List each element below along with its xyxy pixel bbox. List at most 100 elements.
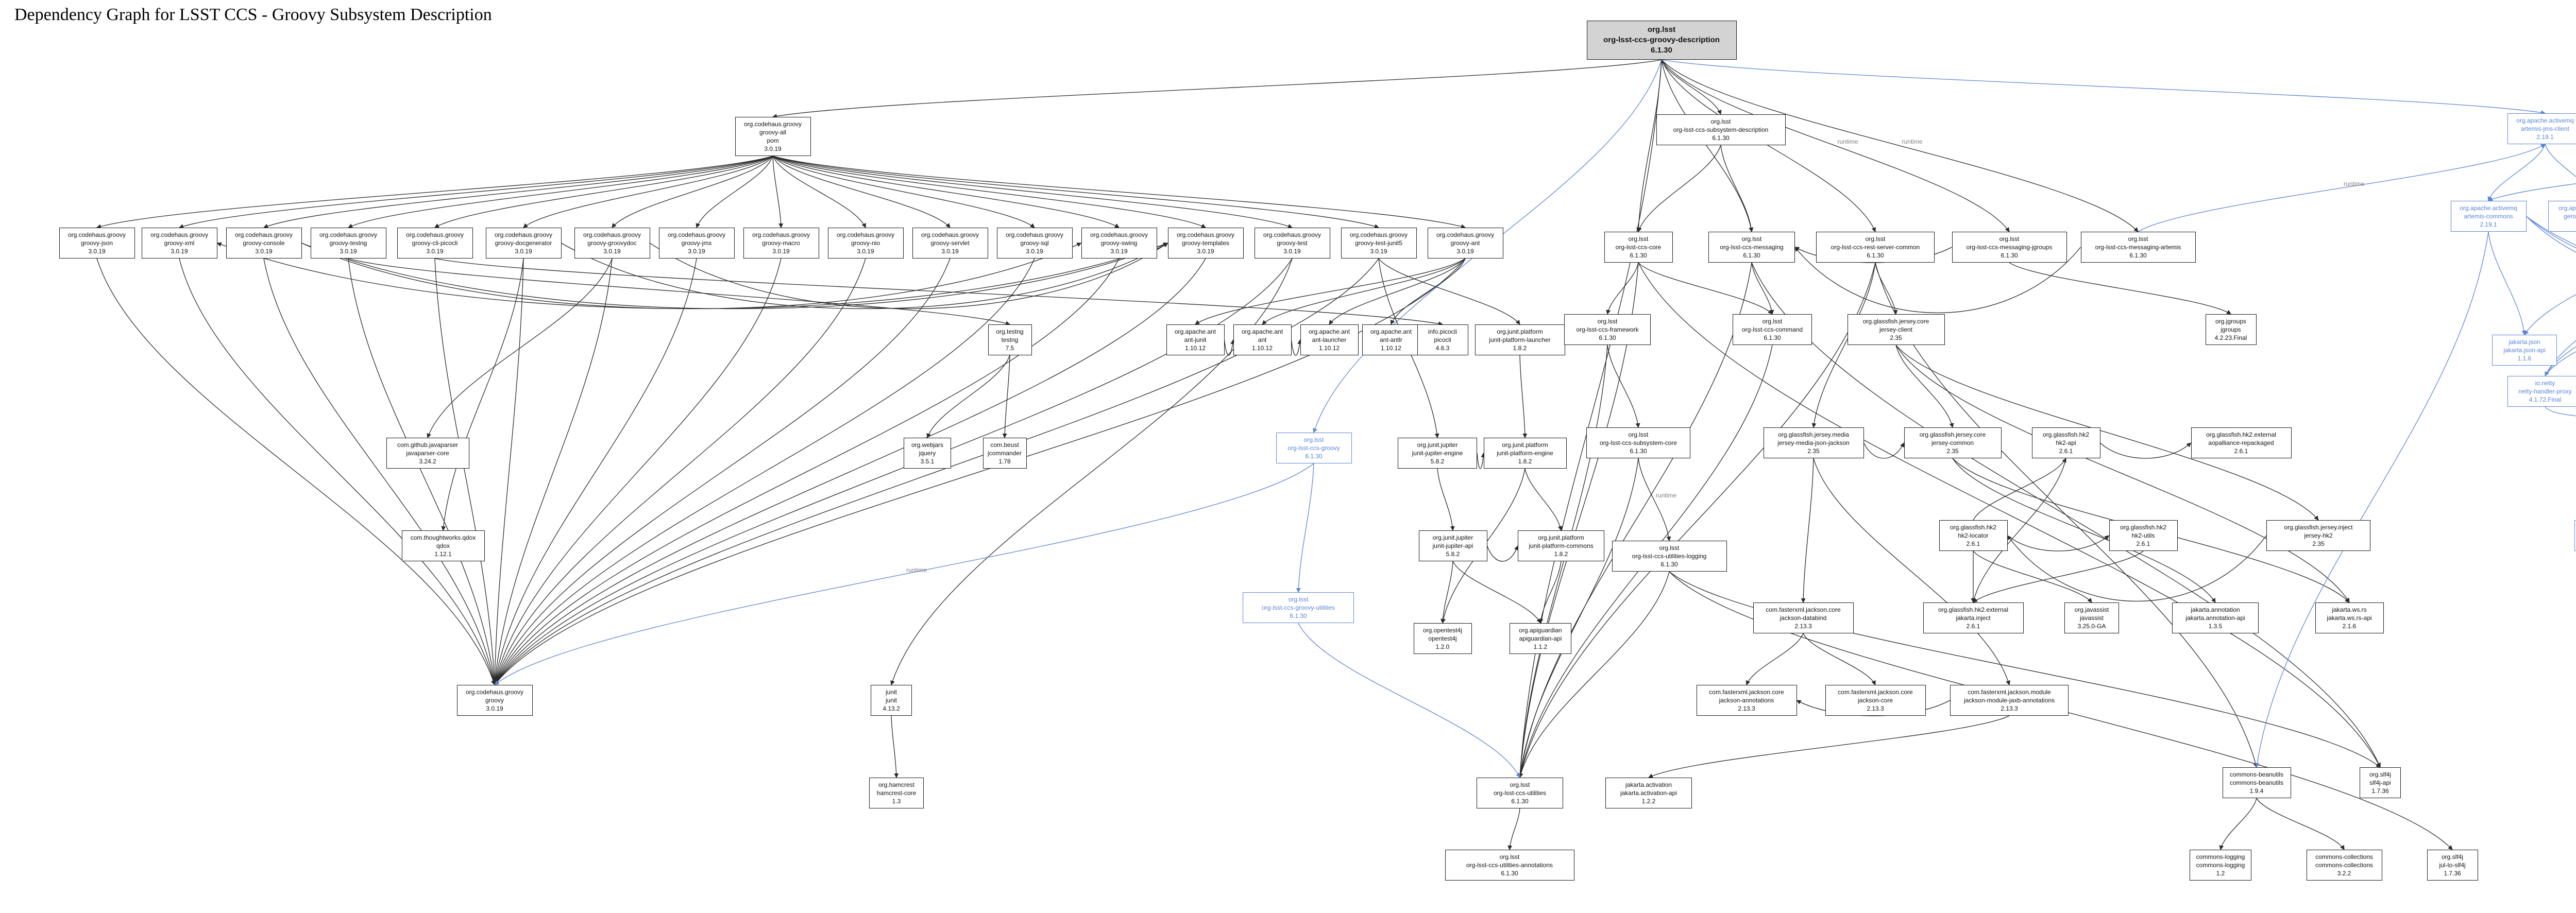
node-label-line: 4.1.72.Final (2529, 396, 2562, 403)
edge-m_msg-to-m_cmd (1751, 262, 1774, 315)
node-label-line: 1.8.2 (1518, 458, 1532, 465)
node-label-line: org.glassfish.hk2.external (2206, 431, 2277, 438)
node-label-line: 4.6.3 (1435, 344, 1450, 352)
node-label-line: groovy (485, 697, 504, 704)
node-label-line: commons-beanutils (2229, 771, 2284, 778)
node-label-line: com.thoughtworks.qdox (410, 534, 476, 541)
edge-l_antjunit-to-l_antcore (1224, 339, 1235, 356)
edge-l_groovydoc-to-l_groovy (493, 258, 613, 685)
node-label-line: io.netty (2535, 380, 2555, 387)
node-label-line: org.lsst (1762, 318, 1783, 325)
edge-l_docgen-to-l_groovy (492, 258, 524, 685)
edge-r_commons-to-r_json (2488, 231, 2527, 335)
node-label-line: 3.2.2 (2337, 870, 2351, 877)
node-label-line: org.codehaus.groovy (465, 688, 524, 696)
edge-r_proxy-to-r_handler (2545, 351, 2576, 376)
node-label-line: 2.1.6 (2342, 623, 2357, 630)
node-label-line: qdox (436, 542, 450, 549)
edge-b_groovy-to-b_gutil (1296, 463, 1314, 593)
edge-r_proxy-to-r_socks (2545, 406, 2576, 417)
node-label-line: 2.6.1 (2136, 540, 2150, 547)
node-label-line: org.lsst (1628, 235, 1649, 243)
node-label-line: 2.35 (1946, 447, 1959, 455)
edge-l_cli-to-l_groovy (434, 258, 497, 685)
node-label-line: 2.35 (1807, 447, 1820, 455)
edge-l_all-to-l_templates (772, 156, 1206, 228)
node-label-line: org.codehaus.groovy (1263, 231, 1321, 238)
node-label-line: 3.0.19 (603, 248, 621, 255)
node-label-line: 4.13.2 (883, 705, 900, 712)
edge-l_all-to-l_jmx (696, 156, 773, 228)
edge-m_mjg-to-m_jgroups (2009, 262, 2231, 315)
edge-l_servlet-to-l_groovy (494, 258, 951, 685)
node-label-line: org.glassfish.hk2 (1950, 524, 1997, 531)
edge-l_all-to-l_tj5 (772, 156, 1379, 229)
edge-m_desc-to-m_core (1637, 145, 1721, 232)
node-label-line: org.glassfish.hk2 (2120, 524, 2167, 531)
edge-m_jhk2-to-m_locator (2007, 535, 2267, 602)
node-label-line: hk2-api (2056, 439, 2076, 446)
node-label-line: org.lsst (2128, 235, 2148, 243)
edge-l_ant-to-l_antcore (1262, 258, 1466, 325)
node-label-line: 6.1.30 (1305, 453, 1323, 460)
edge-m_jmedia-to-m_jcommon (1863, 442, 1905, 459)
edge-l_test-to-l_junit (890, 258, 1293, 685)
node-label-line: 1.78 (998, 458, 1011, 465)
node-label-line: org.codehaus.groovy (150, 231, 209, 238)
edge-l_testng_mod-to-l_groovy (348, 258, 497, 685)
node-label-line: jakarta.activation (1625, 781, 1672, 788)
node-label-line: groovy-all (759, 129, 787, 136)
edge-l_console-to-l_templates (301, 242, 1168, 309)
edge-m_root-to-m_restc (1661, 59, 1876, 232)
edge-m_jaxbann-to-m_jannot (1796, 700, 1951, 716)
node-label-line: 6.1.30 (1712, 134, 1730, 142)
node-label-line: 3.0.19 (941, 248, 959, 255)
edge-m_hk2api-to-m_inject (1972, 458, 2066, 603)
edge-l_all-to-l_docgen (523, 156, 773, 228)
node-label-line: 2.6.1 (1966, 540, 1980, 547)
node-label-line: junit (885, 697, 897, 704)
node-label-line: groovy-json (80, 239, 113, 247)
node-label-line: org.webjars (911, 441, 944, 449)
node-r_geronimo: org.apache.geronimo.specsgeronimo-jms_2.… (2548, 201, 2576, 232)
node-label-line: org.glassfish.jersey.core (1862, 318, 1929, 325)
node-label-line: org.codehaus.groovy (234, 231, 293, 238)
edge-l_groovydoc-to-l_javaparser (427, 258, 613, 438)
node-label-line: org-lsst-ccs-groovy-description (1603, 36, 1720, 44)
node-label-line: com.github.javaparser (397, 441, 459, 449)
node-label-line: org-lsst-ccs-messaging (1720, 244, 1784, 251)
edge-l_testng_mod-to-l_testng (348, 258, 1010, 326)
node-label-line: 3.0.19 (857, 248, 874, 255)
node-label-line: 3.0.19 (1456, 248, 1474, 255)
node-label-line: 3.0.19 (255, 248, 273, 255)
node-label-line: 6.1.30 (1651, 46, 1672, 55)
node-label-line: 2.13.3 (1738, 705, 1755, 712)
node-label-line: org.lsst (1303, 436, 1324, 443)
node-label-line: jakarta.annotation (2191, 606, 2240, 613)
node-label-line: 6.1.30 (1599, 334, 1616, 341)
node-label-line: 6.1.30 (1501, 870, 1518, 877)
node-label-line: org.testng (996, 328, 1024, 335)
edge-r_core-to-r_json (2524, 294, 2576, 335)
edge-m_jclient-to-m_jhk2 (1895, 344, 2319, 521)
node-label-line: jgroups (2221, 326, 2241, 333)
